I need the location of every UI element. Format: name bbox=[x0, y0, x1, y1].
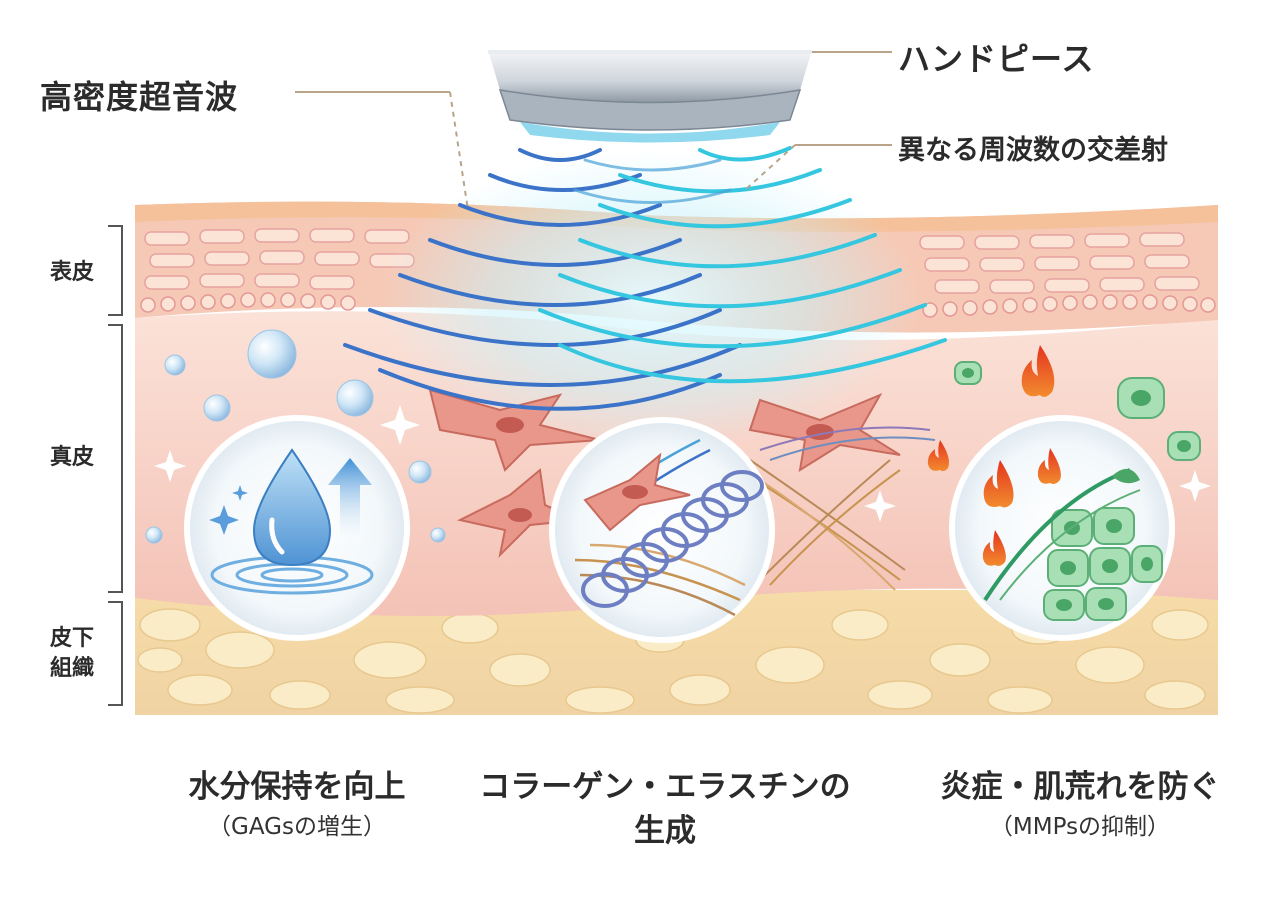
ultrasound-waves bbox=[343, 146, 947, 411]
arrow-up-icon bbox=[328, 458, 372, 540]
epidermis-cells bbox=[144, 228, 1200, 294]
epidermis-label: 表皮 bbox=[49, 260, 94, 285]
elastin-coil-icon bbox=[581, 470, 764, 608]
basal-layer bbox=[140, 292, 1216, 318]
anti-inflammation-circle bbox=[949, 415, 1175, 641]
moisture-bubbles bbox=[145, 329, 446, 544]
cross-shot-label: 異なる周波数の交差射 bbox=[898, 135, 1168, 166]
sparkle-icon bbox=[209, 505, 239, 535]
flame-icon bbox=[983, 460, 1014, 508]
handpiece-label: ハンドピース bbox=[898, 40, 1095, 78]
layer-brackets bbox=[108, 225, 123, 706]
benefit-anti-inflammation: 炎症・肌荒れを防ぐ （MMPsの抑制） bbox=[940, 769, 1220, 840]
dermis-label: 真皮 bbox=[49, 445, 94, 470]
mmp-curve bbox=[983, 468, 1131, 602]
inflammation-area bbox=[927, 345, 1201, 472]
benefit-water-retention: 水分保持を向上 （GAGsの増生） bbox=[188, 769, 406, 840]
collagen-elastin-circle bbox=[549, 417, 775, 643]
sparkles bbox=[154, 405, 1211, 522]
collagen-fibers bbox=[739, 426, 936, 591]
subcutis-label: 皮下 組織 bbox=[49, 626, 94, 681]
handpiece bbox=[488, 50, 812, 143]
water-retention-circle bbox=[184, 415, 410, 641]
benefit-collagen-elastin: コラーゲン・エラスチンの 生成 bbox=[479, 769, 851, 849]
hifu-label: 高密度超音波 bbox=[40, 78, 239, 116]
